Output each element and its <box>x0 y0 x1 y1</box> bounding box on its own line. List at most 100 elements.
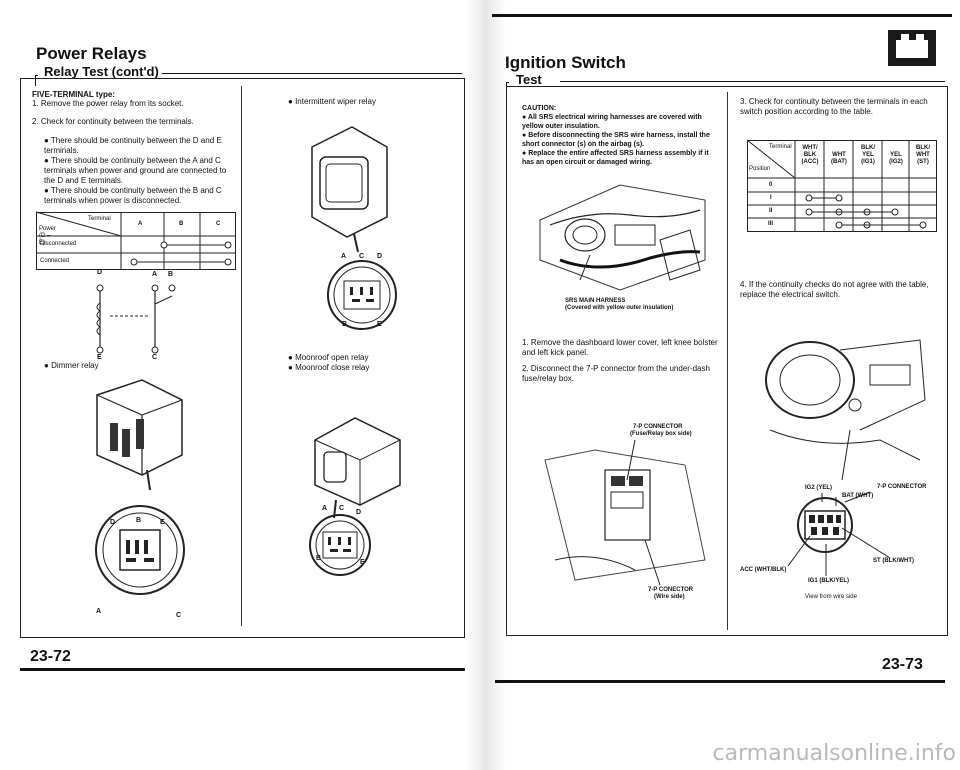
watermark: carmanualsonline.info <box>712 741 956 766</box>
right-step-4: 4. If the continuity checks do not agree… <box>740 280 929 299</box>
left-content-frame <box>20 78 465 638</box>
connector-bottom-sublabel: (Wire side) <box>654 594 685 600</box>
schematic-letter-a: A <box>152 271 158 278</box>
dimmer-relay-caption: ● Dimmer relay <box>44 361 99 370</box>
dimmer-relay-illustration <box>96 379 183 491</box>
steering-column-illustration <box>765 339 926 481</box>
moonroof-letter-e: E <box>360 559 365 566</box>
left-page-title: Power Relays <box>36 44 147 63</box>
ignition-col-bat: WHT (BAT) <box>831 152 847 165</box>
left-page-subtitle: Relay Test (cont'd) <box>44 64 159 79</box>
ignition-col-ig2: YEL (IG2) <box>889 152 903 165</box>
relay-table-position-header: Power (D – E) <box>39 226 57 246</box>
pin-label-st: ST (BLK/WHT) <box>873 558 914 564</box>
schematic-letter-c: C <box>152 354 158 361</box>
left-column-divider <box>241 86 242 626</box>
ignition-table-svg <box>746 139 937 232</box>
right-step-1: 1. Remove the dashboard lower cover, lef… <box>522 338 718 357</box>
ignition-col-st: BLK/ WHT (ST) <box>916 145 930 165</box>
ignition-row-0: 0 <box>769 182 773 188</box>
wiper-relay-illustration <box>311 126 388 253</box>
page-gutter <box>466 0 506 770</box>
dimmer-letter-b: B <box>136 517 142 524</box>
ignition-connector-pin-view <box>797 497 853 553</box>
right-bottom-rule <box>495 680 945 683</box>
connector-bottom-label: 7-P CONECTOR <box>648 587 694 593</box>
caution-item-1: ● All SRS electrical wiring harnesses ar… <box>522 114 702 130</box>
relay-table-col-a: A <box>138 221 143 227</box>
pin-label-ig1: IG1 (BLK/YEL) <box>808 578 850 584</box>
ignition-row-iii: III <box>768 221 774 227</box>
srs-harness-sublabel: (Covered with yellow outer insulation) <box>565 305 674 311</box>
battery-icon <box>888 30 936 66</box>
caution-block: CAUTION: ● All SRS electrical wiring har… <box>522 104 720 167</box>
ignition-col-acc: WHT/ BLK (ACC) <box>801 145 819 165</box>
dimmer-letter-d: D <box>110 519 116 526</box>
bullet-1: ● There should be continuity between the… <box>44 136 222 155</box>
moonroof-letter-a: A <box>322 505 328 512</box>
wiper-letter-b: B <box>342 321 348 328</box>
moonroof-letter-c: C <box>339 505 345 512</box>
schematic-letter-d: D <box>97 269 103 276</box>
subtitle-rule <box>162 73 462 74</box>
dimmer-letter-e: E <box>160 519 165 526</box>
view-from-wire-side-caption: View from wire side <box>805 594 857 600</box>
right-page-number: 23-73 <box>882 656 923 673</box>
wiper-relay-pin-view <box>327 260 397 330</box>
moonroof-captions: ● Moonroof open relay ● Moonroof close r… <box>288 353 369 373</box>
ignition-row-i: I <box>770 195 772 201</box>
intermittent-caption: ● Intermittent wiper relay <box>288 97 376 106</box>
bullet-3: ● There should be continuity between the… <box>44 186 222 205</box>
wiper-letter-d: D <box>377 253 383 260</box>
ignition-row-ii: II <box>769 208 773 214</box>
pin-label-7p-connector: 7-P CONNECTOR <box>877 484 927 490</box>
wiper-letter-a: A <box>341 253 347 260</box>
moonroof-close-caption: ● Moonroof close relay <box>288 363 370 372</box>
pin-label-acc: ACC (WHT/BLK) <box>740 567 787 573</box>
ignition-table-terminal-header: Terminal <box>769 144 792 150</box>
connector-top-sublabel: (Fuse/Relay box side) <box>630 431 692 437</box>
wiper-letter-e: E <box>377 321 382 328</box>
ignition-col-ig1: BLK/ YEL (IG1) <box>861 145 875 165</box>
left-bottom-rule <box>20 668 465 671</box>
caution-item-3: ● Replace the entire affected SRS harnes… <box>522 150 709 166</box>
relay-table-svg <box>35 211 236 270</box>
bullet-list: ● There should be continuity between the… <box>44 136 234 206</box>
relay-table-terminal-header: Terminal <box>88 216 111 222</box>
step-2: 2. Check for continuity between the term… <box>32 117 194 126</box>
dimmer-relay-pin-view <box>95 505 185 595</box>
relay-table-row-disconnected: Disconnected <box>40 241 77 247</box>
schematic-letter-e: E <box>97 354 102 361</box>
pin-label-ig2: IG2 (YEL) <box>805 485 833 491</box>
caution-label: CAUTION: <box>522 105 557 112</box>
right-step-2: 2. Disconnect the 7-P connector from the… <box>522 364 710 383</box>
schematic-letter-b: B <box>168 271 174 278</box>
step-1: 1. Remove the power relay from its socke… <box>32 99 184 108</box>
srs-harness-label: SRS MAIN HARNESS <box>565 298 626 304</box>
pin-leader-lines <box>787 491 891 576</box>
ignition-table-position-header: Position <box>749 166 771 172</box>
relay-table-col-c: C <box>216 221 221 227</box>
right-top-rule <box>492 14 952 17</box>
relay-table-row-connected: Connected <box>40 258 70 264</box>
pin-label-bat: BAT (WHT) <box>842 493 874 499</box>
right-page-title: Ignition Switch <box>505 53 626 72</box>
moonroof-relay-illustration <box>314 417 401 519</box>
right-column-divider <box>727 92 728 630</box>
wiper-letter-c: C <box>359 253 365 260</box>
fuse-box-illustration <box>544 439 706 586</box>
moonroof-letter-b: B <box>316 555 322 562</box>
moonroof-open-caption: ● Moonroof open relay <box>288 353 369 362</box>
relay-table-col-b: B <box>179 221 184 227</box>
right-subtitle-rule <box>560 81 945 82</box>
right-step-3: 3. Check for continuity between the term… <box>740 97 928 116</box>
caution-item-2: ● Before disconnecting the SRS wire harn… <box>522 132 710 148</box>
subtitle-bracket <box>35 75 38 86</box>
connector-top-label: 7-P CONNECTOR <box>633 424 683 430</box>
right-page-subtitle: Test <box>516 72 542 87</box>
moonroof-letter-d: D <box>356 509 362 516</box>
five-terminal-label: FIVE-TERMINAL type: <box>32 90 115 99</box>
dimmer-letter-a: A <box>96 608 102 615</box>
left-page-number: 23-72 <box>30 648 71 665</box>
right-content-frame <box>506 86 948 636</box>
